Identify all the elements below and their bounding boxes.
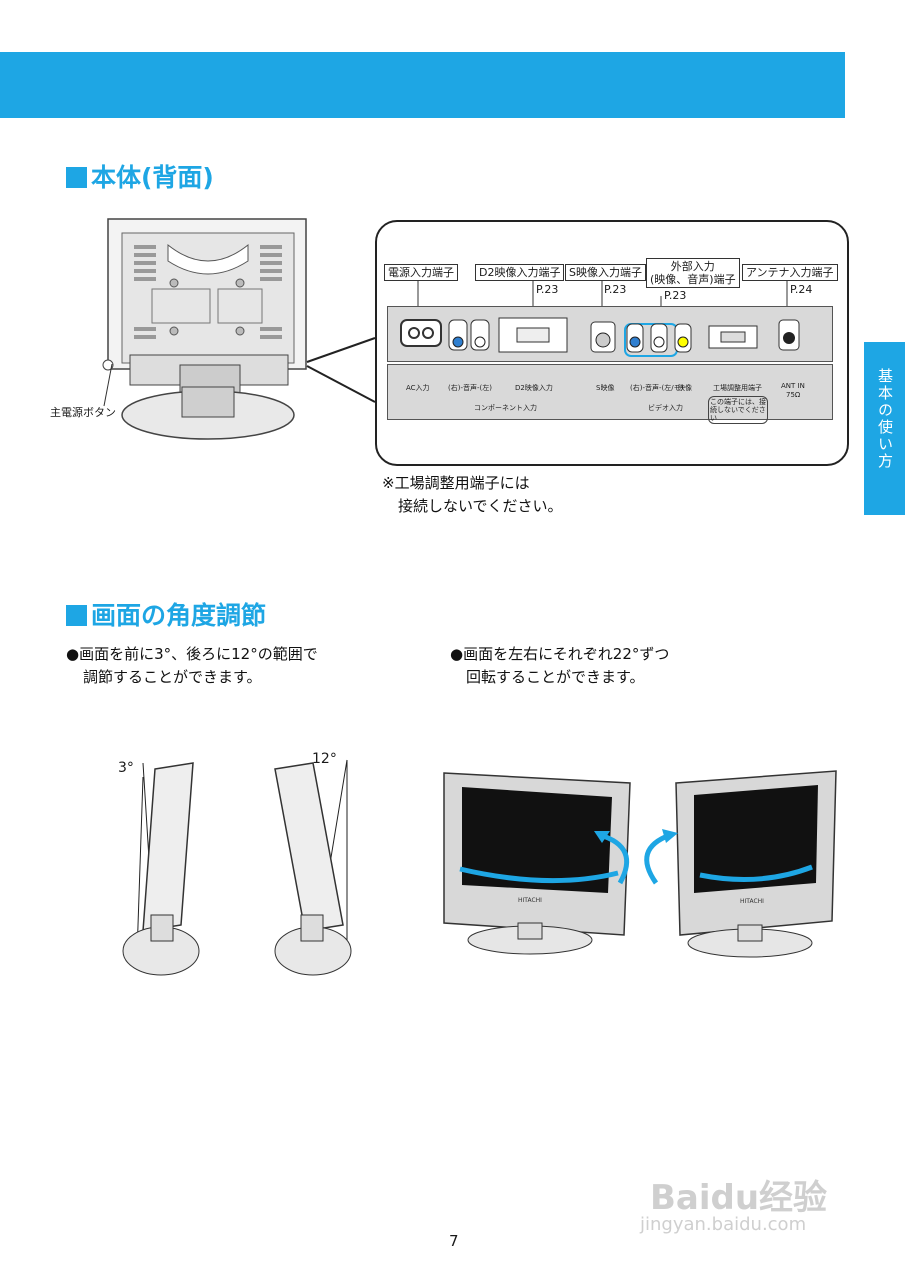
angle-back: 12° [312, 751, 337, 767]
brand-left: HITACHI [518, 897, 542, 904]
label-antenna: アンテナ入力端子 [742, 264, 838, 281]
label-power: 電源入力端子 [384, 264, 458, 281]
tilt-text-2: 調節することができます。 [83, 668, 262, 686]
watermark-logo: Baidu经验 [650, 1178, 828, 1218]
leader-line [103, 363, 113, 407]
swivel-text-2: 回転することができます。 [466, 668, 645, 686]
label-external: 外部入力 (映像、音声)端子 [646, 258, 740, 288]
panel-d2-in: D2映像入力 [515, 384, 553, 392]
section-title-angle: 画面の角度調節 [66, 596, 266, 632]
note-line-1: ※工場調整用端子には [382, 474, 530, 492]
panel-ohm: 75Ω [786, 391, 801, 399]
zoom-lines [306, 337, 376, 403]
terminal-labels-panel [387, 364, 833, 420]
tv-back-illustration [102, 218, 307, 440]
panel-factory: 工場調整用端子 [713, 384, 762, 392]
watermark-url: jingyan.baidu.com [640, 1214, 807, 1235]
section-title-back: 本体(背面) [66, 158, 214, 194]
brand-right: HITACHI [740, 898, 764, 905]
square-bullet-icon [66, 167, 87, 188]
tilt-text-1: ●画面を前に3°、後ろに12°の範囲で [66, 645, 318, 663]
label-s-video: S映像入力端子 [565, 264, 646, 281]
panel-video-audio: (右)-音声-(左/モ) [630, 384, 684, 392]
ref-s-video: P.23 [604, 283, 627, 296]
pointer-lines [417, 280, 788, 306]
page-number: 7 [449, 1232, 459, 1250]
side-tab-label: 基本の使い方 [876, 368, 894, 470]
terminal-ports [400, 317, 800, 357]
angle-front: 3° [118, 760, 134, 776]
ref-external: P.23 [664, 289, 687, 302]
note-line-2: 接続しないでください。 [398, 497, 563, 515]
side-tab[interactable]: 基本の使い方 [864, 342, 905, 515]
panel-video-in: ビデオ入力 [648, 404, 683, 412]
ref-antenna: P.24 [790, 283, 813, 296]
header-bar [0, 52, 845, 118]
panel-factory-note: この端子には、接続しないでください [708, 396, 768, 424]
panel-ac: AC入力 [406, 384, 430, 392]
panel-component-in: コンポーネント入力 [474, 404, 537, 412]
panel-component-audio: (右)-音声-(左) [448, 384, 492, 392]
ref-d2: P.23 [536, 283, 559, 296]
panel-ant: ANT IN [781, 382, 805, 390]
panel-s-video: S映像 [596, 384, 615, 392]
tilt-illustrations [122, 759, 352, 976]
swivel-text-1: ●画面を左右にそれぞれ22°ずつ [450, 645, 670, 663]
panel-video: 映像 [678, 384, 692, 392]
main-power-label: 主電源ボタン [50, 406, 116, 419]
swivel-illustrations [443, 770, 837, 958]
square-bullet-icon [66, 605, 87, 626]
label-d2: D2映像入力端子 [475, 264, 565, 281]
